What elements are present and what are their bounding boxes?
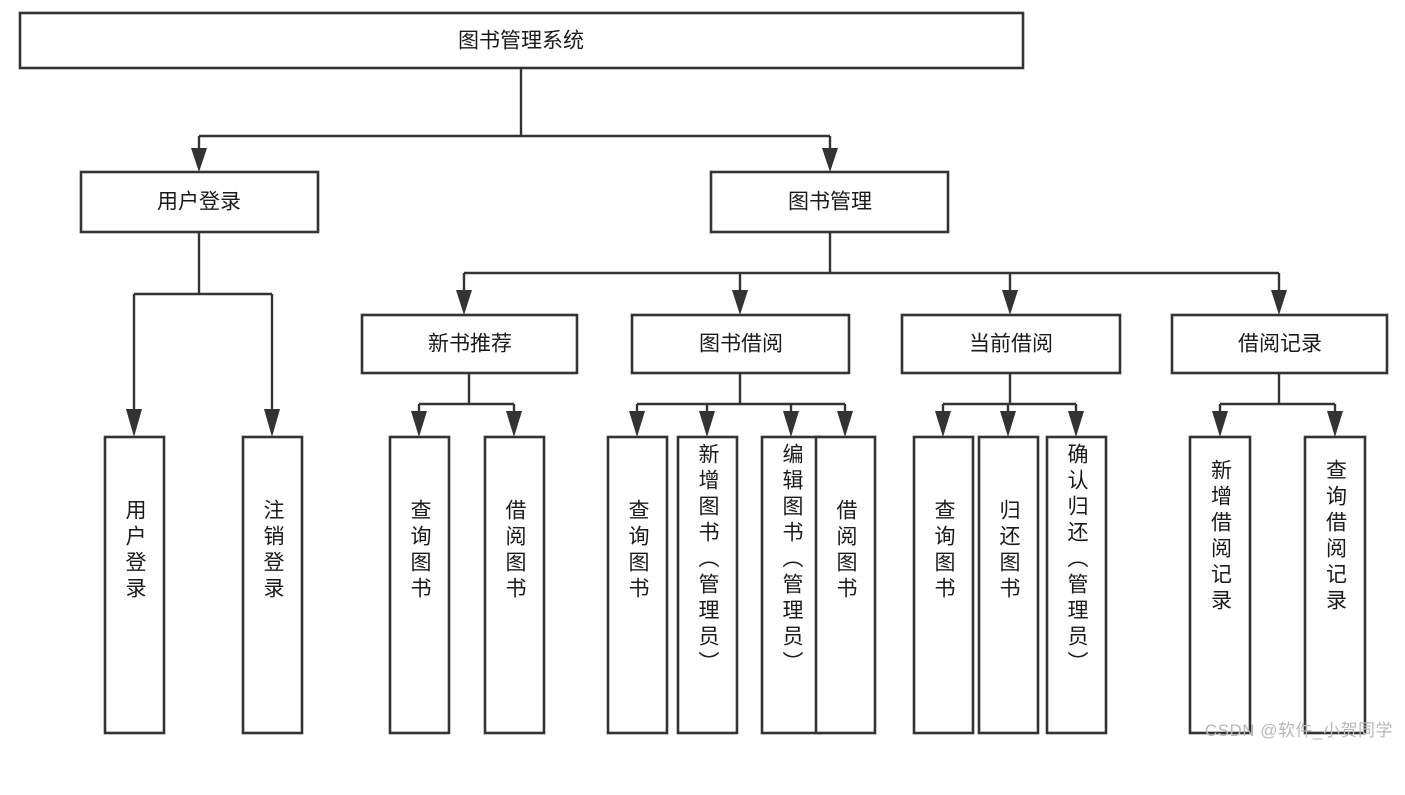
node-book-management[interactable]: 图书管理 [709,170,950,234]
node-book-management-label: 图书管理 [788,191,872,214]
arrow-to-leaf-borrow-book-1 [506,411,522,437]
node-root[interactable]: 图书管理系统 [18,11,1025,70]
arrow-to-leaf-query-book-2 [629,411,645,437]
arrow-to-leaf-query-record [1327,411,1343,437]
node-root-label: 图书管理系统 [458,30,584,53]
node-current-borrow-label: 当前借阅 [969,333,1053,356]
node-borrow-record-label: 借阅记录 [1238,333,1322,356]
node-leaf-query-book-1-box[interactable] [388,435,451,735]
arrow-to-leaf-query-book-1 [411,411,427,437]
arrow-to-leaf-add-book [699,411,715,437]
node-borrow-record[interactable]: 借阅记录 [1170,313,1389,375]
arrow-to-leaf-confirm-return [1068,411,1084,437]
node-leaf-add-book-box[interactable] [676,435,739,735]
node-leaf-return-book-box[interactable] [977,435,1040,735]
arrow-to-leaf-edit-book [783,411,799,437]
arrow-to-borrow-record [1271,290,1287,315]
node-user-login-box[interactable] [79,170,320,234]
arrow-root-to-book-management [822,148,838,172]
node-leaf-confirm-return-box[interactable] [1045,435,1108,735]
node-leaf-borrow-book-1-box[interactable] [483,435,546,735]
node-borrow-record-box[interactable] [1170,313,1389,375]
node-book-management-box[interactable] [709,170,950,234]
arrow-root-to-user-login [191,148,207,172]
arrow-to-leaf-user-login [126,409,142,437]
node-leaf-edit-book-box[interactable] [760,435,823,735]
node-leaf-query-record-box[interactable] [1303,435,1367,735]
node-leaf-add-record-box[interactable] [1188,435,1252,735]
connector-layer [126,68,1343,437]
node-leaf-borrow-book-2-box[interactable] [814,435,877,735]
node-new-book-recommend[interactable]: 新书推荐 [360,313,579,375]
node-current-borrow-box[interactable] [900,313,1122,375]
node-leaf-logout-login-box[interactable] [241,435,304,735]
node-new-book-recommend-box[interactable] [360,313,579,375]
arrow-to-book-borrow [732,290,748,315]
csdn-watermark: CSDN @软件_小贺同学 [1204,721,1393,740]
node-book-borrow-label: 图书借阅 [699,333,783,356]
node-leaf-user-login-box[interactable] [103,435,166,735]
node-user-login[interactable]: 用户登录 [79,170,320,234]
node-book-borrow-box[interactable] [630,313,851,375]
arrow-to-current-borrow [1002,290,1018,315]
node-leaf-query-book-2-box[interactable] [606,435,669,735]
arrow-to-leaf-return-book [1000,411,1016,437]
node-book-borrow[interactable]: 图书借阅 [630,313,851,375]
arrow-to-leaf-logout-login [264,409,280,437]
node-leaf-query-book-3-box[interactable] [912,435,975,735]
node-user-login-label: 用户登录 [157,191,241,214]
diagram-canvas-container: 图书管理系统 用户登录 图书管理 新书推荐 图书借阅 当前借阅 借阅记录 [18,11,1393,740]
hierarchy-diagram: 图书管理系统 用户登录 图书管理 新书推荐 图书借阅 当前借阅 借阅记录 [18,11,1389,735]
arrow-to-leaf-add-record [1212,411,1228,437]
node-new-book-recommend-label: 新书推荐 [428,333,512,356]
arrow-to-leaf-query-book-3 [935,411,951,437]
node-root-box[interactable] [18,11,1025,70]
arrow-to-new-book-recommend [456,290,472,315]
leaf-box-layer [103,435,1367,735]
node-current-borrow[interactable]: 当前借阅 [900,313,1122,375]
arrow-to-leaf-borrow-book-2 [837,411,853,437]
